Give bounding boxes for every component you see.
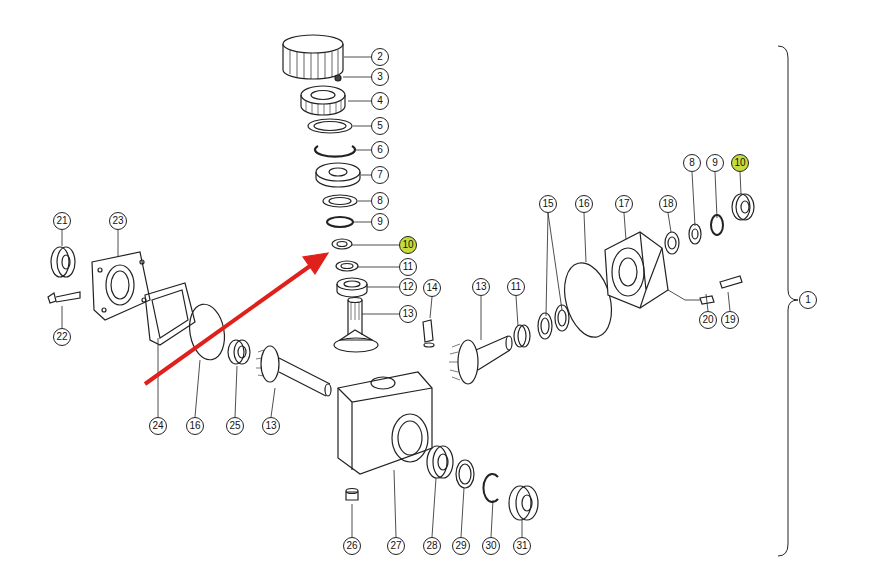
callout-text: 13	[475, 282, 486, 292]
callout-text: 10	[402, 240, 413, 250]
callout-number: 8	[683, 154, 701, 172]
callout-text: 22	[56, 332, 67, 342]
callout-number: 16	[186, 417, 204, 435]
callout-number: 25	[226, 417, 244, 435]
callout-number: 6	[371, 141, 389, 159]
callout-text: 10	[734, 158, 745, 168]
callout-text: 17	[618, 199, 629, 209]
callout-text: 21	[56, 216, 67, 226]
callout-text: 26	[346, 541, 357, 551]
callout-text: 3	[377, 72, 383, 82]
callout-text: 12	[402, 282, 413, 292]
callout-number: 17	[615, 195, 633, 213]
callout-number: 24	[149, 417, 167, 435]
callout-text: 13	[402, 309, 413, 319]
callout-number: 31	[513, 537, 531, 555]
callout-number: 14	[423, 279, 441, 297]
callout-text: 28	[426, 541, 437, 551]
callout-number: 16	[575, 195, 593, 213]
callout-number: 22	[53, 328, 71, 346]
callout-number: 21	[53, 212, 71, 230]
callout-text: 18	[662, 199, 673, 209]
callout-text: 23	[112, 216, 123, 226]
callout-number: 13	[399, 305, 417, 323]
callout-number: 30	[482, 537, 500, 555]
callout-text: 9	[712, 158, 718, 168]
callout-number: 18	[659, 195, 677, 213]
callout-text: 16	[578, 199, 589, 209]
callout-number: 13	[262, 417, 280, 435]
callout-number: 27	[387, 537, 405, 555]
callout-number: 26	[343, 537, 361, 555]
callout-text: 16	[189, 421, 200, 431]
callout-number: 5	[371, 117, 389, 135]
callout-number: 2	[371, 48, 389, 66]
callout-text: 8	[689, 158, 695, 168]
callout-number: 19	[721, 311, 739, 329]
callout-number: 9	[371, 213, 389, 231]
callout-number: 11	[507, 278, 525, 296]
callout-text: 1	[805, 295, 811, 305]
callout-text: 29	[455, 541, 466, 551]
callout-text: 5	[377, 121, 383, 131]
callout-text: 30	[485, 541, 496, 551]
callout-number: 29	[452, 537, 470, 555]
callout-text: 7	[377, 170, 383, 180]
callout-text: 13	[265, 421, 276, 431]
callout-text: 2	[377, 52, 383, 62]
callout-text: 11	[511, 282, 521, 292]
callout-text: 25	[229, 421, 240, 431]
callout-number: 13	[472, 278, 490, 296]
callout-number: 23	[109, 212, 127, 230]
callout-number: 10	[731, 154, 749, 172]
callout-number: 10	[399, 236, 417, 254]
callout-text: 6	[377, 145, 383, 155]
callout-number: 8	[371, 192, 389, 210]
callout-text: 27	[390, 541, 401, 551]
callout-number: 12	[399, 278, 417, 296]
callout-number: 3	[371, 68, 389, 86]
callout-text: 4	[377, 96, 383, 106]
callout-number: 7	[371, 166, 389, 184]
callout-number: 28	[423, 537, 441, 555]
callout-number: 1	[799, 291, 817, 309]
callout-number: 15	[539, 195, 557, 213]
callout-text: 8	[377, 196, 383, 206]
callout-number: 11	[399, 258, 417, 276]
callout-text: 24	[152, 421, 163, 431]
callout-number: 9	[706, 154, 724, 172]
callout-number: 4	[371, 92, 389, 110]
callout-text: 11	[403, 262, 413, 272]
callout-text: 31	[516, 541, 527, 551]
callout-text: 15	[542, 199, 553, 209]
callout-number: 20	[699, 311, 717, 329]
callout-text: 19	[724, 315, 735, 325]
callout-text: 9	[377, 217, 383, 227]
callout-text: 14	[426, 283, 437, 293]
callout-text: 20	[702, 315, 713, 325]
